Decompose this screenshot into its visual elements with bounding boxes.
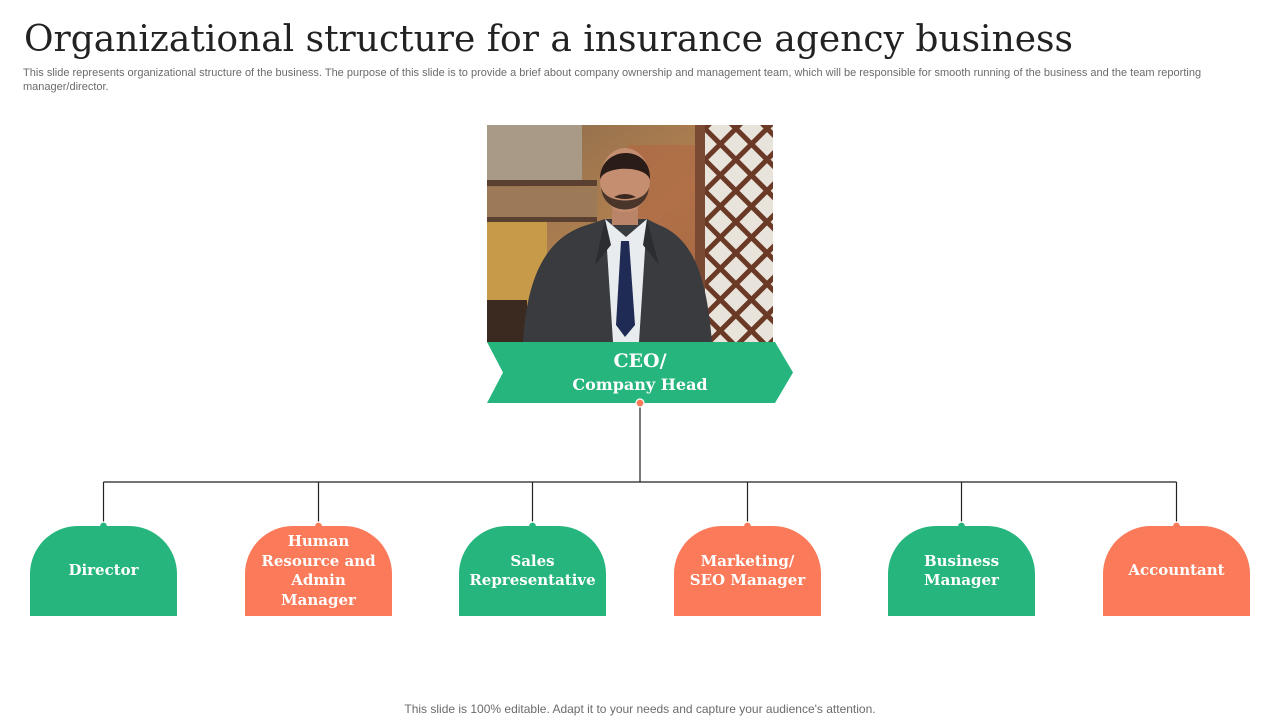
ceo-banner-shape — [487, 342, 793, 403]
org-node: Sales Representative — [459, 526, 606, 616]
slide-title: Organizational structure for a insurance… — [24, 19, 1074, 60]
ceo-label: CEO/ Company Head — [487, 342, 793, 403]
org-node: Director — [30, 526, 177, 616]
slide-footer: This slide is 100% editable. Adapt it to… — [404, 702, 876, 716]
org-node: Accountant — [1103, 526, 1250, 616]
ceo-photo — [487, 125, 773, 342]
slide-subtitle: This slide represents organizational str… — [23, 67, 1202, 93]
ceo-banner: CEO/ Company Head — [487, 342, 793, 403]
ceo-title: CEO/ — [613, 349, 667, 372]
org-node: Human Resource and Admin Manager — [245, 526, 392, 616]
ceo-subtitle: Company Head — [572, 374, 708, 394]
ceo-connector-dot — [635, 398, 645, 408]
org-node: Business Manager — [888, 526, 1035, 616]
org-node: Marketing/ SEO Manager — [674, 526, 821, 616]
